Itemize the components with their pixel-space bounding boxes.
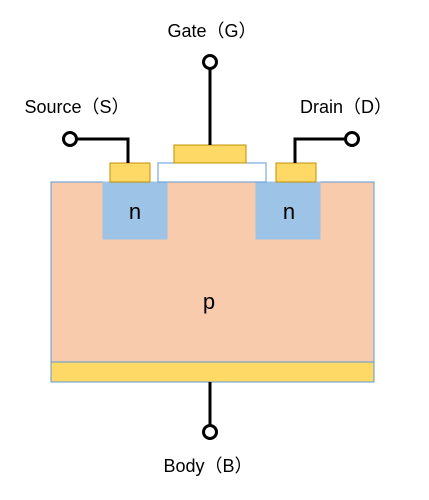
- p-substrate: [50, 181, 375, 363]
- body-terminal: [202, 424, 218, 440]
- gate-oxide: [157, 162, 267, 183]
- drain-contact: [275, 162, 317, 183]
- source-terminal: [62, 131, 78, 147]
- source-n-region: [102, 181, 168, 240]
- source-contact: [109, 162, 151, 183]
- gate-contact: [173, 144, 247, 164]
- substrate-label: p: [203, 289, 215, 314]
- drain-region-label: n: [283, 199, 295, 224]
- body-label: Body（B）: [163, 456, 252, 476]
- drain-label: Drain（D）: [300, 97, 392, 117]
- source-wire: [77, 137, 130, 163]
- gate-label: Gate（G）: [167, 21, 256, 41]
- source-label: Source（S）: [24, 97, 129, 117]
- drain-wire: [293, 137, 345, 163]
- body-contact-plate: [50, 361, 375, 383]
- drain-n-region: [255, 181, 321, 240]
- gate-terminal: [202, 54, 218, 70]
- source-region-label: n: [129, 199, 141, 224]
- drain-terminal: [344, 131, 360, 147]
